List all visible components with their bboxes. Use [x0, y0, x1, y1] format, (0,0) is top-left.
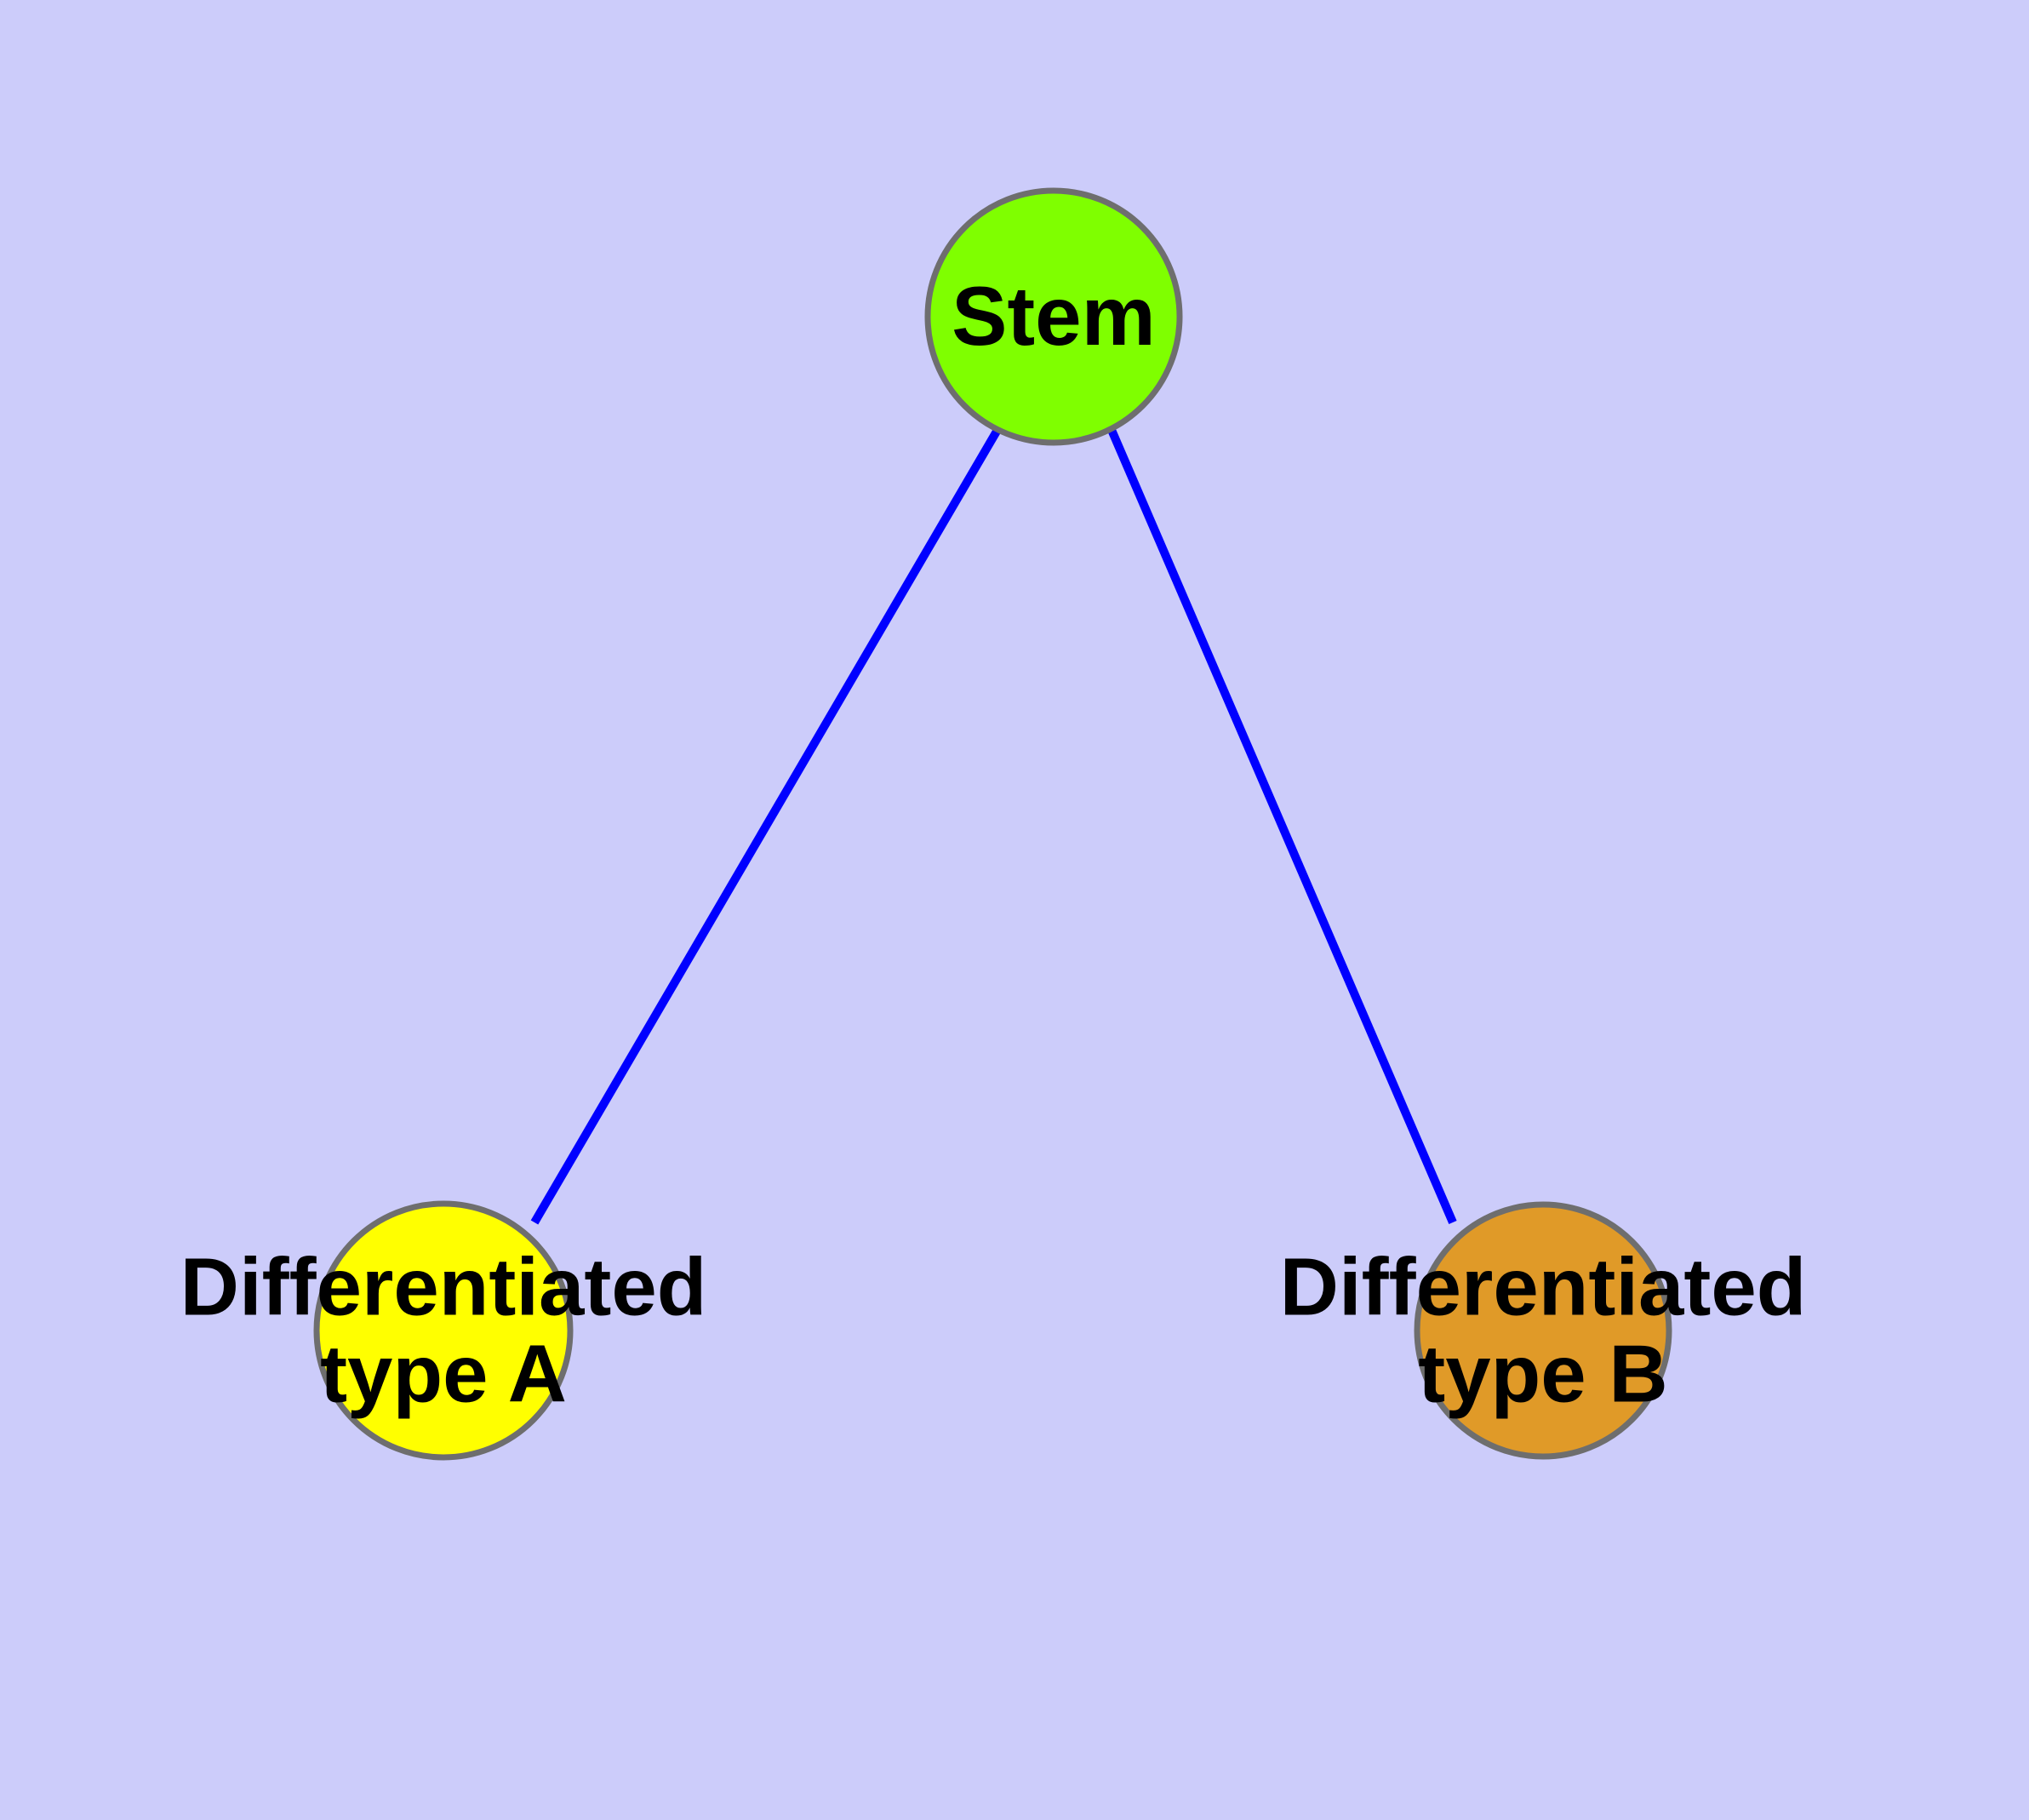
edges-group	[530, 427, 1457, 1225]
node-differentiated-type-b[interactable]	[1414, 1201, 1672, 1460]
edge-stem-to-differentiated-type-a	[530, 427, 1002, 1225]
node-stem[interactable]	[924, 187, 1183, 446]
node-differentiated-type-a[interactable]	[313, 1200, 574, 1461]
nodes-group	[313, 187, 1672, 1461]
edge-stem-to-differentiated-type-b	[1107, 428, 1457, 1224]
